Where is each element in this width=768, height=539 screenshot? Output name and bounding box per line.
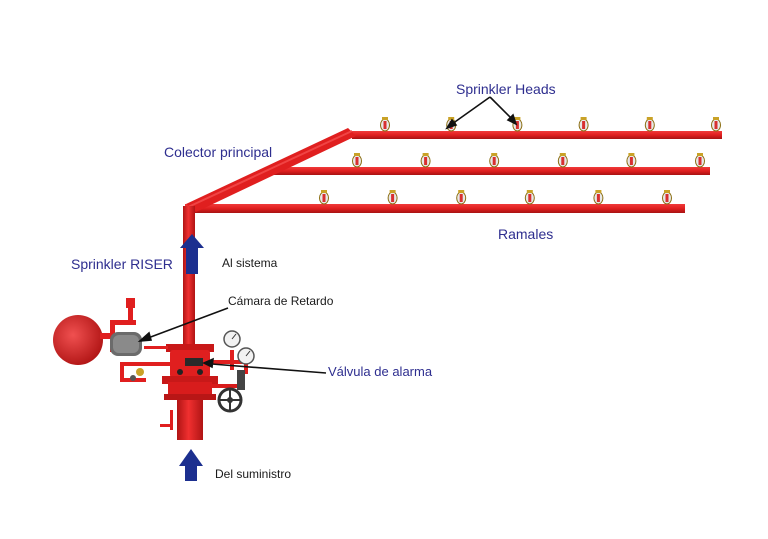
- alarm-bell-icon: [53, 315, 112, 365]
- del-suministro-label: Del suministro: [215, 467, 292, 481]
- sprinkler-head-icon: [352, 153, 362, 168]
- sprinkler-head-icon: [420, 153, 431, 168]
- valvula-de-alarma-label: Válvula de alarma: [328, 364, 433, 379]
- sprinkler-head-icon: [626, 153, 637, 168]
- branch-middle: [273, 167, 710, 175]
- colector-principal-label: Colector principal: [164, 144, 273, 160]
- sprinkler-heads-label: Sprinkler Heads: [456, 81, 556, 97]
- sprinkler-head-icon: [695, 153, 705, 168]
- sprinkler-head-icon: [489, 153, 500, 168]
- sprinkler-heads: [319, 117, 721, 205]
- sprinkler-head-icon: [644, 117, 655, 132]
- handwheel-icon: [217, 387, 243, 413]
- sprinkler-head-icon: [662, 190, 672, 205]
- riser-lower: [177, 395, 203, 440]
- camara-de-retardo-label: Cámara de Retardo: [228, 294, 334, 308]
- pressure-gauge-icon: [223, 330, 241, 348]
- flow-arrow-up-icon: [180, 234, 204, 274]
- sprinkler-riser-label: Sprinkler RISER: [71, 256, 173, 272]
- sprinkler-head-icon: [593, 190, 604, 205]
- sprinkler-head-icon: [557, 153, 568, 168]
- flow-arrow-up-icon: [179, 449, 203, 481]
- sprinkler-head-icon: [380, 117, 390, 132]
- main-collector: [185, 128, 356, 212]
- valve-flange-top: [166, 344, 214, 352]
- retard-chamber-assembly: [53, 298, 172, 382]
- sprinkler-head-icon: [387, 190, 398, 205]
- ramales-label: Ramales: [498, 226, 554, 242]
- sprinkler-head-icon: [711, 117, 721, 132]
- al-sistema-label: Al sistema: [222, 256, 278, 270]
- alarm-valve-assembly: [160, 330, 255, 430]
- branch-lines: [185, 131, 722, 213]
- sprinkler-head-icon: [578, 117, 589, 132]
- retard-chamber: [110, 332, 142, 356]
- leader-lines: [137, 96, 518, 374]
- sprinkler-head-icon: [524, 190, 535, 205]
- valve-flange-bottom: [164, 394, 216, 400]
- sprinkler-head-icon: [456, 190, 467, 205]
- branch-top: [352, 131, 722, 139]
- branch-bottom: [185, 204, 685, 213]
- sprinkler-head-icon: [319, 190, 329, 205]
- pressure-gauge-icon: [237, 347, 255, 365]
- valve-flange-mid: [162, 376, 218, 384]
